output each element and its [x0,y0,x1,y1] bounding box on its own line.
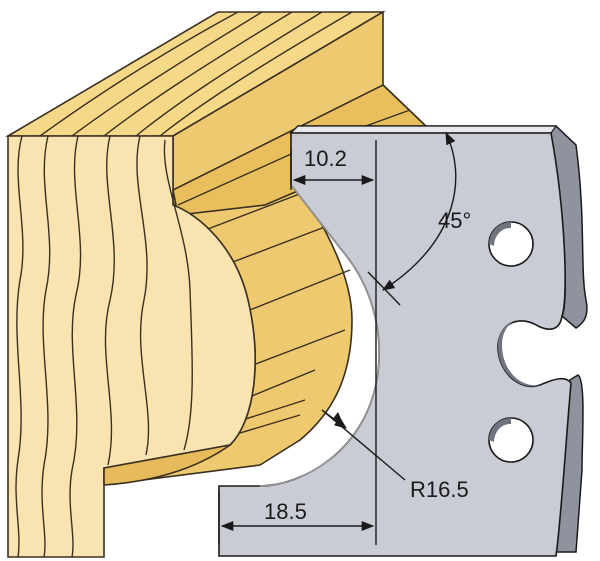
steel-knife [218,125,588,557]
knife-notch-shadow [497,320,540,387]
wood-band-line-5 [239,329,346,371]
label-bottom-width: 18.5 [264,499,307,524]
wood-profile-shadow [103,444,231,486]
wood-band-line-4 [244,269,351,313]
knife-top-bevel [289,125,558,134]
knife-cutting-edge [259,184,380,487]
wood-band-line-3 [224,224,331,266]
label-radius: R16.5 [410,477,469,502]
wood-end-grain [15,135,193,558]
label-angle: 45° [438,208,471,233]
dim-angle-arc [381,131,457,291]
knife-hole-upper [488,221,534,267]
wood-band-line-2 [199,189,311,233]
knife-hole-lower [488,417,534,463]
dimension-labels: 10.2 45° R16.5 18.5 [264,146,471,524]
label-top-width: 10.2 [304,146,347,171]
wood-top-grain [39,11,353,137]
dimension-lines [218,131,457,545]
wood-end-face [7,135,256,558]
